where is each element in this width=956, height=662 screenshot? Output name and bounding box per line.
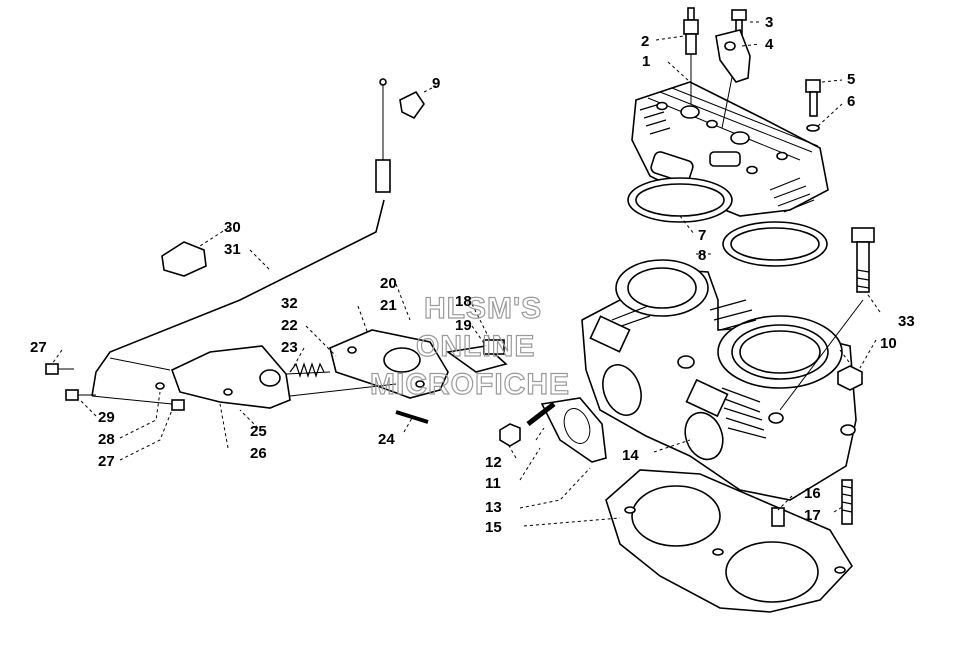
callout-16: 16: [804, 485, 821, 502]
callout-19: 19: [455, 317, 472, 334]
callout-26: 26: [250, 445, 267, 462]
spark-plug: [683, 7, 699, 104]
cylinder-block: [581, 259, 857, 501]
bolt-and-washer: [805, 79, 821, 132]
callout-3: 3: [765, 14, 773, 31]
callout-5: 5: [847, 71, 855, 88]
valve-spring: [289, 362, 325, 378]
callout-17: 17: [804, 507, 821, 524]
callout-12: 12: [485, 454, 502, 471]
callout-25: 25: [250, 423, 267, 440]
leader-lines: [51, 21, 881, 527]
watermark: HLSM'S ONLINE MICROFICHE: [369, 291, 570, 401]
callout-23: 23: [281, 339, 298, 356]
callout-11: 11: [485, 475, 501, 492]
cable-clip: [399, 90, 425, 120]
base-gasket: [605, 469, 854, 613]
callout-31: 31: [224, 241, 241, 258]
cable-cover: [161, 241, 207, 277]
callout-6: 6: [847, 93, 855, 110]
cover-screws: [45, 363, 185, 411]
callout-9: 9: [432, 75, 440, 92]
callout-29: 29: [98, 409, 115, 426]
callout-32: 32: [281, 295, 298, 312]
watermark-line-2: ONLINE: [416, 330, 535, 363]
callout-13: 13: [485, 499, 502, 516]
callout-10: 10: [880, 335, 897, 352]
valve-bolt: [395, 410, 429, 424]
callout-15: 15: [485, 519, 502, 536]
valve-slide: [445, 339, 508, 373]
callout-7: 7: [698, 227, 706, 244]
head-gaskets: [627, 177, 828, 267]
watermark-line-1: HLSM'S: [424, 292, 542, 325]
callout-27-bottom: 27: [98, 453, 115, 470]
callout-2: 2: [641, 33, 649, 50]
valve-cover: [170, 345, 291, 409]
callout-27-top: 27: [30, 339, 47, 356]
callout-24: 24: [378, 431, 395, 448]
dowel-and-stud: [771, 479, 853, 527]
bracket: [715, 29, 751, 83]
callout-18: 18: [455, 293, 472, 310]
long-bolt: [779, 227, 875, 411]
callout-20: 20: [380, 275, 397, 292]
stud-and-nut: [499, 402, 556, 447]
callout-21: 21: [380, 297, 397, 314]
valve-housing: [329, 329, 449, 399]
callout-28: 28: [98, 431, 115, 448]
callout-33: 33: [898, 313, 915, 330]
callout-1: 1: [642, 53, 650, 70]
exhaust-gasket: [540, 397, 607, 463]
callout-8: 8: [698, 247, 706, 264]
callout-labels: 1 2 3 4 5 6 7 8 9 10 11 12 13 14 15 16 1…: [30, 14, 915, 536]
callout-30: 30: [224, 219, 241, 236]
watermark-line-3: MICROFICHE: [370, 368, 570, 401]
valve-cable: [91, 78, 391, 397]
callout-4: 4: [765, 36, 774, 53]
callout-22: 22: [281, 317, 298, 334]
callout-14: 14: [622, 447, 639, 464]
